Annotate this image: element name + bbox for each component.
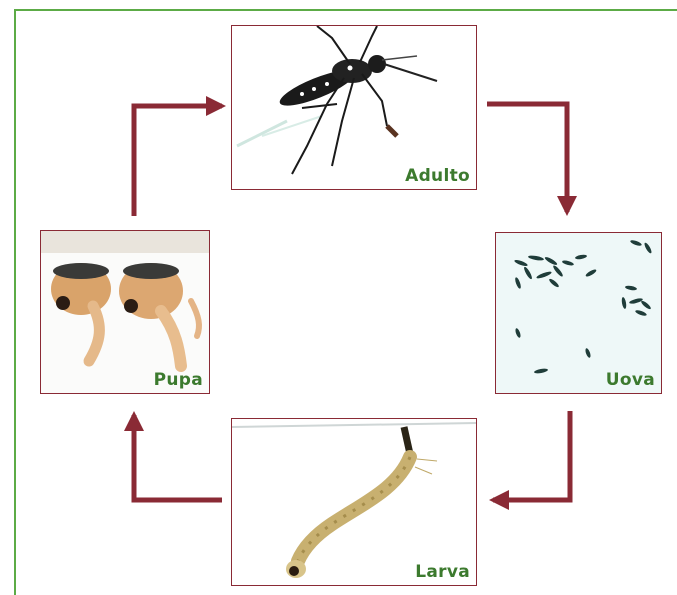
stage-label-uova: Uova <box>606 370 655 390</box>
stage-card-larva: Larva <box>231 418 477 586</box>
stage-card-pupa: Pupa <box>40 230 210 394</box>
stage-card-uova: Uova <box>495 232 662 394</box>
stage-card-adulto: Adulto <box>231 25 477 190</box>
stage-label-pupa: Pupa <box>154 370 203 390</box>
stage-label-adulto: Adulto <box>405 166 470 186</box>
arrow-uova-to-larva <box>493 411 570 500</box>
stage-label-larva: Larva <box>415 562 470 582</box>
larva-photo <box>232 419 477 586</box>
arrow-larva-to-pupa <box>134 415 222 500</box>
arrow-adulto-to-uova <box>487 104 567 212</box>
arrow-pupa-to-adulto <box>134 106 222 216</box>
